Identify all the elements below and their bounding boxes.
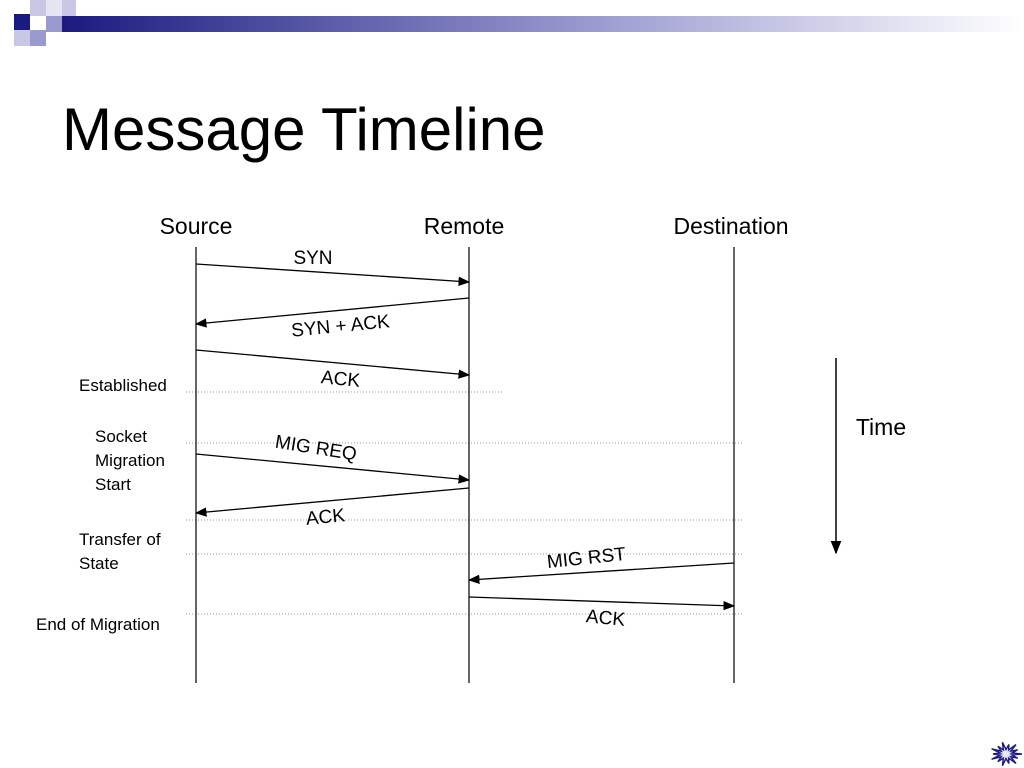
message-label: MIG RST <box>546 544 627 573</box>
header-square <box>30 0 46 16</box>
message-arrow <box>195 263 471 286</box>
state-label-line: Transfer of <box>79 530 161 549</box>
state-label-line: Start <box>95 475 131 494</box>
state-label-line: Socket <box>95 427 147 446</box>
starburst-icon <box>991 741 1023 767</box>
state-label: Established <box>79 376 167 395</box>
header-square <box>30 30 46 46</box>
slide-header-bar <box>14 0 1024 46</box>
message-label: MIG REQ <box>274 432 359 466</box>
header-square <box>46 16 62 32</box>
message-arrow <box>194 297 470 328</box>
header-square <box>14 30 30 46</box>
state-label-line: State <box>79 554 119 573</box>
message-label: ACK <box>320 367 361 392</box>
column-label-remote: Remote <box>424 213 505 239</box>
column-label-destination: Destination <box>673 213 788 239</box>
message-label: SYN + ACK <box>290 311 391 341</box>
state-label-line: Migration <box>95 451 165 470</box>
message-arrow <box>195 453 471 484</box>
slide-title: Message Timeline <box>62 96 546 163</box>
column-label-source: Source <box>160 213 233 239</box>
state-label: End of Migration <box>36 615 160 634</box>
header-square <box>62 0 76 16</box>
message-arrow <box>468 596 736 611</box>
header-square <box>46 0 62 16</box>
header-square <box>14 14 30 30</box>
state-label-line: End of Migration <box>36 615 160 634</box>
message-label: ACK <box>585 606 626 631</box>
message-label: ACK <box>305 505 346 530</box>
message-arrow <box>195 349 471 379</box>
state-label-line: Established <box>79 376 167 395</box>
message-arrow <box>194 487 470 517</box>
time-label: Time <box>856 414 906 440</box>
message-arrow <box>467 562 735 584</box>
state-label: Transfer of State <box>79 530 161 573</box>
message-label: SYN <box>293 248 332 269</box>
